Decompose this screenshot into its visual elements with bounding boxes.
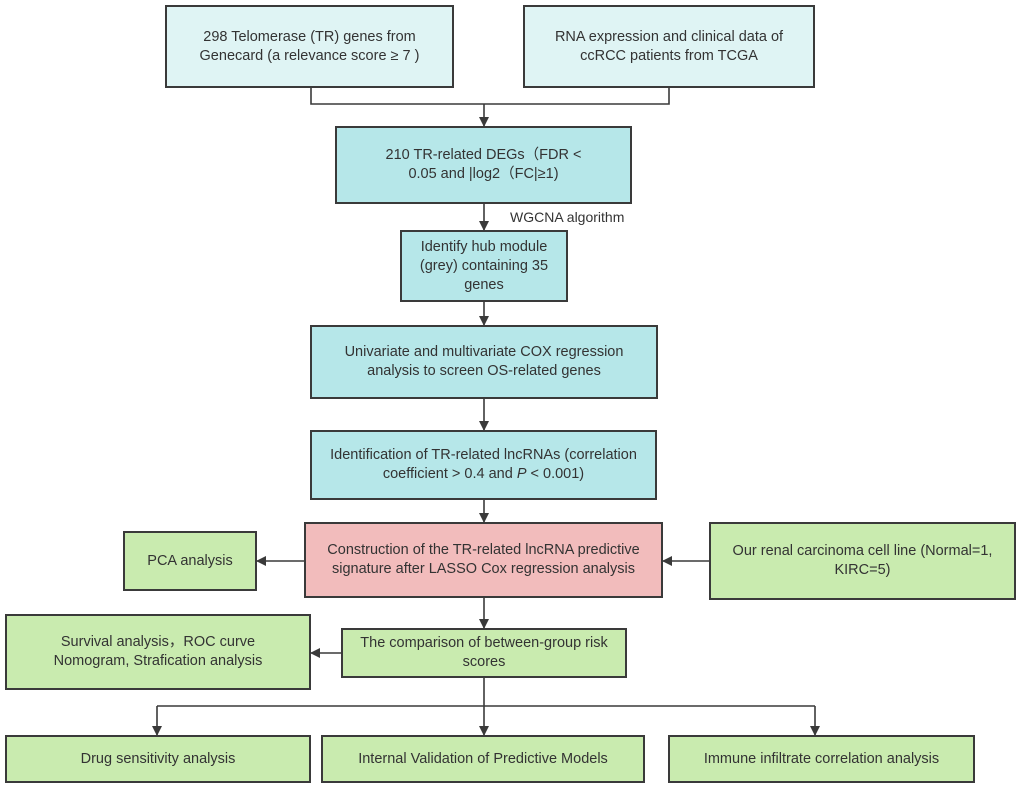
box-cox: Univariate and multivariate COX regressi… [310, 325, 658, 399]
box-lncrna: Identification of TR-related lncRNAs (co… [310, 430, 657, 500]
box-pca: PCA analysis [123, 531, 257, 591]
box-signature: Construction of the TR-related lncRNA pr… [304, 522, 663, 598]
box-tcga: RNA expression and clinical data of ccRC… [523, 5, 815, 88]
box-survival: Survival analysis，ROC curve Nomogram, St… [5, 614, 311, 690]
box-comparison: The comparison of between-group risk sco… [341, 628, 627, 678]
lncrna-text-post: < 0.001) [526, 466, 585, 482]
box-degs: 210 TR-related DEGs（FDR < 0.05 and |log2… [335, 126, 632, 204]
box-lncrna-text: Identification of TR-related lncRNAs (co… [330, 446, 637, 484]
connector-genecard [310, 88, 484, 105]
lncrna-p: P [516, 466, 527, 482]
box-drug: Drug sensitivity analysis [5, 735, 311, 783]
lncrna-text-pre: Identification of TR-related lncRNAs (co… [330, 447, 637, 482]
box-internal: Internal Validation of Predictive Models [321, 735, 645, 783]
box-immune: Immune infiltrate correlation analysis [668, 735, 975, 783]
box-genecard: 298 Telomerase (TR) genes from Genecard … [165, 5, 454, 88]
box-hub: Identify hub module (grey) containing 35… [400, 230, 568, 302]
label-wgcna: WGCNA algorithm [510, 209, 625, 225]
box-cellline: Our renal carcinoma cell line (Normal=1,… [709, 522, 1016, 600]
connector-tcga [484, 88, 670, 105]
